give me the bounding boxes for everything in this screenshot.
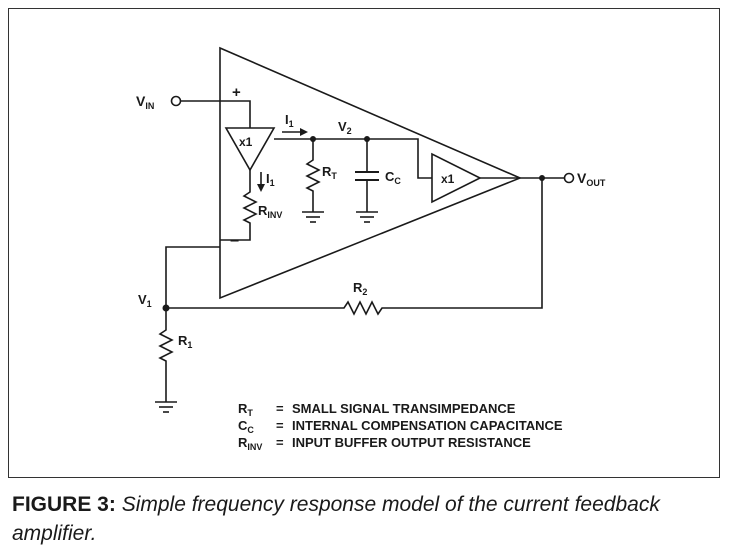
vin-terminal bbox=[170, 95, 182, 107]
r2-label: R2 bbox=[353, 280, 367, 297]
figure-caption: FIGURE 3: Simple frequency response mode… bbox=[12, 490, 722, 548]
caption-text: Simple frequency response model of the c… bbox=[12, 493, 660, 545]
rt-ground-icon bbox=[302, 211, 324, 223]
vout-label: VOUT bbox=[577, 170, 606, 188]
input-buffer bbox=[224, 127, 276, 172]
legend: RT=SMALL SIGNAL TRANSIMPEDANCE CC=INTERN… bbox=[238, 401, 563, 452]
i1-arrowhead bbox=[300, 128, 308, 136]
output-buffer-label: x1 bbox=[441, 172, 455, 186]
rt-resistor bbox=[305, 139, 321, 212]
minus-sign: − bbox=[230, 233, 239, 250]
amplifier-triangle bbox=[219, 46, 523, 300]
caption-label: FIGURE 3: bbox=[12, 493, 116, 516]
v2-label: V2 bbox=[338, 119, 352, 136]
plus-sign: + bbox=[232, 84, 241, 101]
r1-label: R1 bbox=[178, 333, 192, 350]
rt-label: RT bbox=[322, 164, 337, 181]
legend-row-rinv: RINV=INPUT BUFFER OUTPUT RESISTANCE bbox=[238, 435, 531, 452]
r1-resistor bbox=[158, 308, 174, 402]
cc-label: CC bbox=[385, 169, 401, 186]
vin-wire bbox=[181, 100, 251, 128]
r2-resistor bbox=[166, 178, 543, 316]
r1-ground-icon bbox=[155, 401, 177, 413]
rinv-resistor bbox=[220, 170, 258, 241]
v1-label: V1 bbox=[138, 292, 152, 309]
i1-down-label: I1 bbox=[266, 171, 275, 188]
i1-top-label: I1 bbox=[285, 112, 294, 129]
i1-down-arrowhead bbox=[257, 184, 265, 192]
circuit-schematic: VIN + x1 I1 V2 RT CC x1 VOUT I1 RINV − bbox=[136, 46, 606, 452]
vout-terminal bbox=[563, 172, 575, 184]
output-buffer bbox=[431, 152, 482, 204]
figure-frame bbox=[8, 8, 720, 478]
rinv-label: RINV bbox=[258, 203, 282, 220]
buffer-output-wire bbox=[274, 138, 432, 179]
input-buffer-label: x1 bbox=[239, 135, 253, 149]
vin-label: VIN bbox=[136, 93, 154, 111]
cc-ground-icon bbox=[356, 211, 378, 223]
legend-row-cc: CC=INTERNAL COMPENSATION CAPACITANCE bbox=[238, 418, 563, 435]
legend-row-rt: RT=SMALL SIGNAL TRANSIMPEDANCE bbox=[238, 401, 516, 418]
inverting-input-wire bbox=[165, 246, 220, 308]
